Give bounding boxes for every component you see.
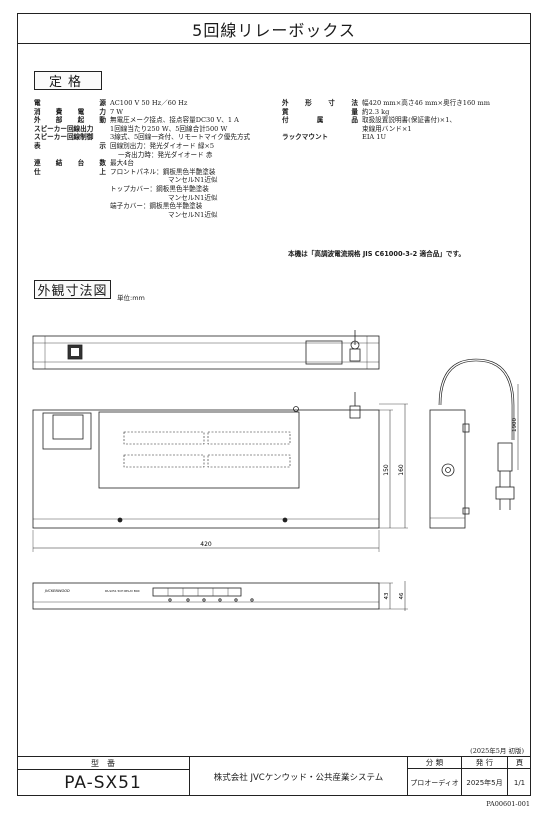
spec-row: 外部起動無電圧メーク接点、接点容量DC30 V、1 A bbox=[34, 116, 250, 125]
spec-row: スピーカー回線出力 1回線当たり250 W、5回線合計500 W bbox=[34, 125, 250, 134]
spec-label: スピーカー回線出力 bbox=[34, 124, 94, 133]
spec-value: 幅420 mm×高さ46 mm×奥行き160 mm bbox=[362, 99, 490, 107]
spec-value: AC100 V 50 Hz／60 Hz bbox=[110, 99, 188, 107]
dim-depth-outer: 160 bbox=[398, 464, 405, 476]
side-view-drawing bbox=[429, 358, 519, 529]
spec-value: 最大4台 bbox=[110, 159, 134, 168]
spec-row: マンセルN1近似 bbox=[34, 176, 250, 185]
dim-width: 420 bbox=[200, 541, 212, 548]
tb-issue-header: 発 行 bbox=[461, 757, 507, 769]
spec-row: 電源 AC100 V 50 Hz／60 Hz bbox=[34, 99, 250, 108]
spec-row: マンセルN1近似 bbox=[34, 194, 250, 203]
front-model-mark: PA-SX51 5CH RELAY BOX bbox=[105, 589, 140, 593]
spec-value: マンセルN1近似 bbox=[168, 193, 218, 202]
dim-height-inner: 43 bbox=[384, 592, 390, 599]
tb-model-header: 型 番 bbox=[17, 757, 189, 770]
spec-value: フロントパネル：鋼板黒色半艶塗装 bbox=[110, 167, 216, 176]
spec-label: ラックマウント bbox=[282, 133, 329, 142]
tb-class-header: 分 類 bbox=[407, 757, 461, 769]
spec-value: 1回線当たり250 W、5回線合計500 W bbox=[110, 124, 228, 133]
revision-note: (2025年5月 初版) bbox=[470, 747, 524, 755]
tb-company: 株式会社 JVCケンウッド・公共産業システム bbox=[189, 757, 407, 796]
spec-value: 無電圧メーク接点、接点容量DC30 V、1 A bbox=[110, 116, 239, 125]
spec-value: 3線式、5回線一斉付、リモートマイク優先方式 bbox=[110, 133, 251, 142]
drawing-heading: 外観寸法図 bbox=[34, 280, 111, 299]
dim-cord: 1900 bbox=[512, 418, 518, 432]
spec-row: 質量約2.3 kg bbox=[282, 108, 490, 117]
spec-label: 外形寸法 bbox=[282, 99, 358, 107]
spec-row: 消費電力 7 W bbox=[34, 108, 250, 117]
spec-row: 連結台数最大4台 bbox=[34, 159, 250, 168]
tb-page-value: 1/1 bbox=[507, 769, 531, 796]
dim-height-outer: 46 bbox=[399, 592, 405, 599]
spec-row: 表示回線別出力：発光ダイオード 緑×5 bbox=[34, 142, 250, 151]
spec-row: 端子カバー：鋼板黒色半艶塗装 bbox=[34, 202, 250, 211]
spec-row: トップカバー：鋼板黒色半艶塗装 bbox=[34, 185, 250, 194]
spec-label: 仕上 bbox=[34, 167, 106, 176]
spec-label: 電源 bbox=[34, 99, 106, 107]
spec-label: スピーカー回線制御 bbox=[34, 133, 94, 142]
front-view-drawing bbox=[32, 581, 408, 611]
spec-row: 仕上フロントパネル：鋼板黒色半艶塗装 bbox=[34, 168, 250, 177]
spec-row: スピーカー回線制御 3線式、5回線一斉付、リモートマイク優先方式 bbox=[34, 133, 250, 142]
tb-page-header: 頁 bbox=[507, 757, 531, 769]
spec-label: 外部起動 bbox=[34, 116, 106, 125]
spec-label: 表示 bbox=[34, 141, 106, 150]
spec-value: 束線用バンド×1 bbox=[362, 124, 412, 133]
spec-heading: 定格 bbox=[34, 71, 102, 90]
tb-class-value: プロオーディオ bbox=[407, 769, 461, 796]
spec-value: 一斉出力時：発光ダイオード 赤 bbox=[118, 150, 213, 159]
tb-model: PA-SX51 bbox=[64, 772, 142, 793]
spec-row: 付属品取扱設置説明書(保証書付)×1、 bbox=[282, 116, 490, 125]
spec-value: 回線別出力：発光ダイオード 緑×5 bbox=[110, 141, 215, 150]
tb-issue-value: 2025年5月 bbox=[461, 769, 507, 796]
spec-label: 付属品 bbox=[282, 116, 358, 125]
spec-value: 約2.3 kg bbox=[362, 107, 390, 116]
unit-label: 単位:mm bbox=[117, 294, 145, 302]
dim-depth-inner: 150 bbox=[383, 464, 390, 476]
spec-value: マンセルN1近似 bbox=[168, 176, 218, 185]
title-block: 型 番 PA-SX51 株式会社 JVCケンウッド・公共産業システム 分 類 プ… bbox=[17, 756, 531, 796]
spec-value: EIA 1U bbox=[362, 133, 387, 142]
spec-value: 取扱設置説明書(保証書付)×1、 bbox=[362, 116, 456, 125]
plan-view-drawing bbox=[32, 392, 408, 552]
page-title: 5回線リレーボックス bbox=[17, 13, 531, 44]
spec-row: マンセルN1近似 bbox=[34, 211, 250, 220]
spec-value: マンセルN1近似 bbox=[168, 210, 218, 219]
spec-label: 連結台数 bbox=[34, 159, 106, 168]
spec-row: 一斉出力時：発光ダイオード 赤 bbox=[34, 151, 250, 160]
doc-number: PA00601-001 bbox=[486, 800, 530, 808]
spec-row: ラックマウント EIA 1U bbox=[282, 133, 490, 142]
spec-value: 端子カバー：鋼板黒色半艶塗装 bbox=[110, 202, 203, 211]
spec-value: トップカバー：鋼板黒色半艶塗装 bbox=[110, 184, 209, 193]
top-view-drawing bbox=[32, 330, 380, 370]
spec-value: 7 W bbox=[110, 107, 124, 116]
spec-row: 束線用バンド×1 bbox=[282, 125, 490, 134]
spec-row: 外形寸法幅420 mm×高さ46 mm×奥行き160 mm bbox=[282, 99, 490, 108]
front-brand: JVCKENWOOD bbox=[44, 589, 70, 593]
spec-label: 質量 bbox=[282, 107, 358, 116]
compliance-note: 本機は「高調波電流規格 JIS C61000-3-2 適合品」です。 bbox=[288, 250, 465, 258]
spec-label: 消費電力 bbox=[34, 107, 106, 116]
